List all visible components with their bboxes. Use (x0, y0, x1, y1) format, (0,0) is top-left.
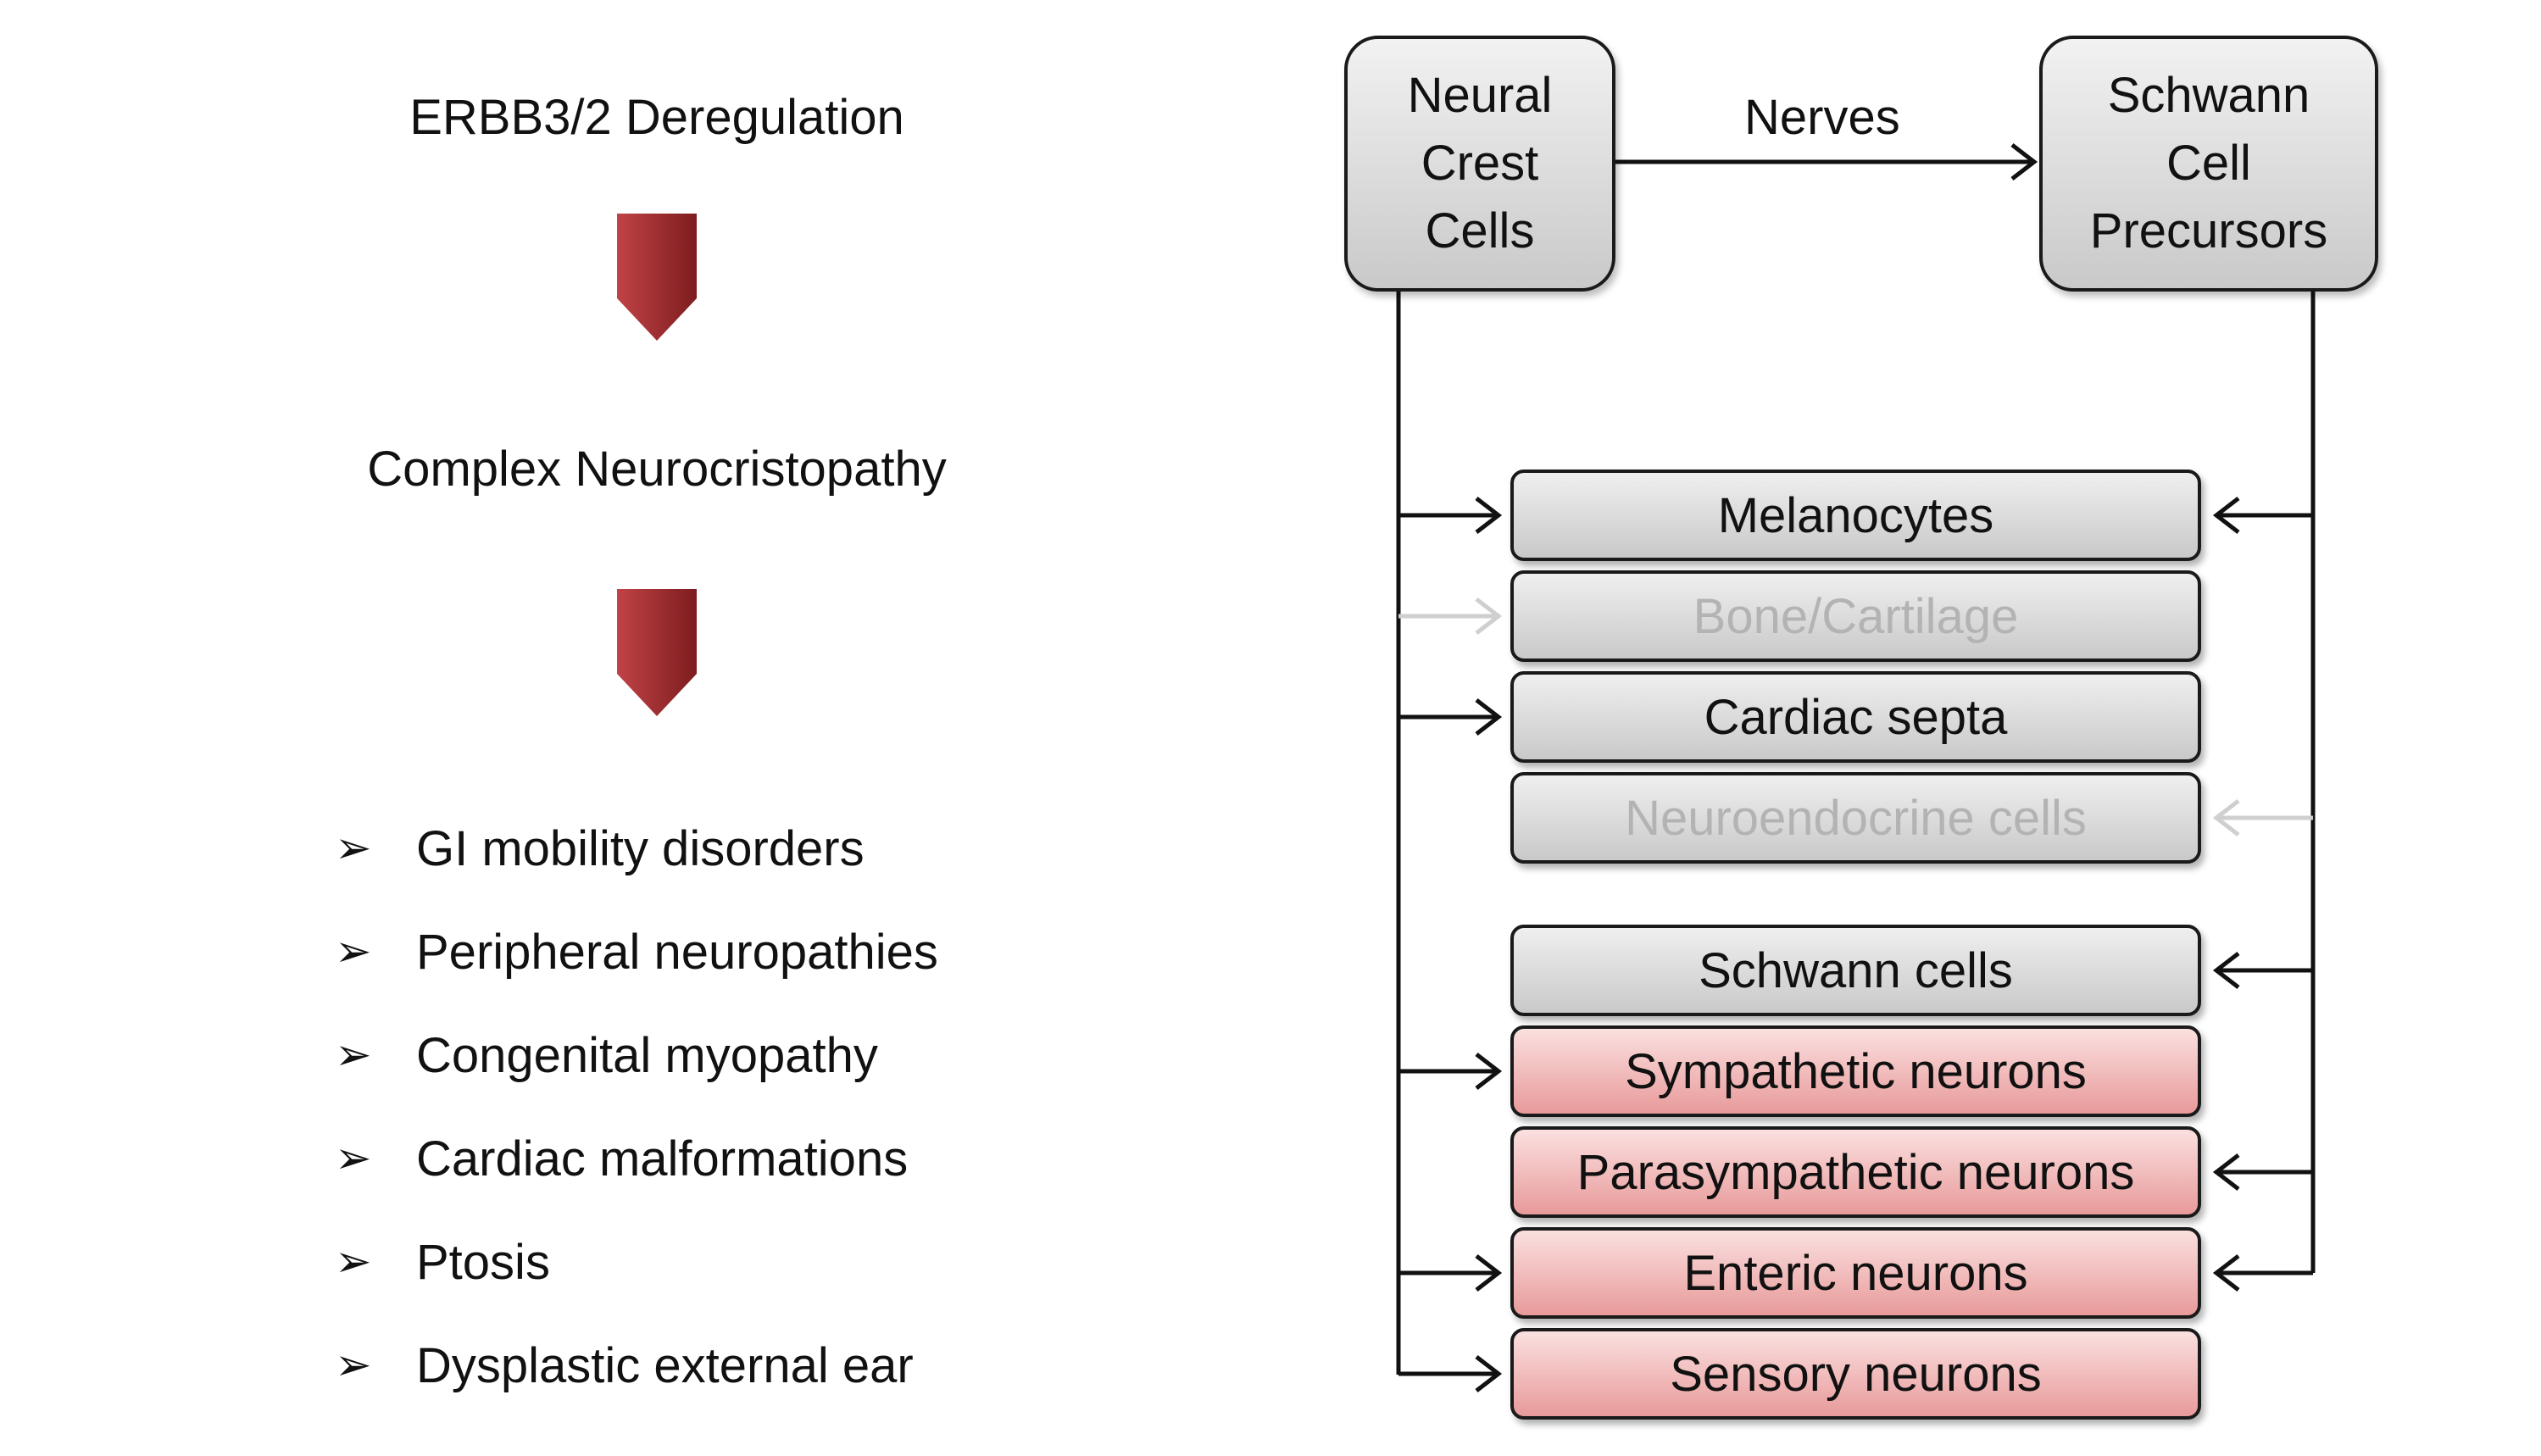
target-box-sympathetic-neurons: Sympathetic neurons (1510, 1025, 2201, 1117)
arrow-bullet-icon: ➢ (335, 1237, 372, 1287)
arrowhead-icon (2010, 143, 2038, 181)
target-label: Melanocytes (1717, 487, 1994, 543)
symptom-list-item: ➢ GI mobility disorders (335, 797, 938, 900)
symptom-list-item: ➢ Dysplastic external ear (335, 1314, 938, 1417)
target-label: Neuroendocrine cells (1625, 790, 2087, 846)
target-box-sensory-neurons: Sensory neurons (1510, 1328, 2201, 1420)
symptom-list-item: ➢ Cardiac malformations (335, 1107, 938, 1210)
target-box-neuroendocrine-cells: Neuroendocrine cells (1510, 772, 2201, 864)
schwann-cell-precursors-node: Schwann Cell Precursors (2039, 36, 2378, 292)
symptom-label: Congenital myopathy (416, 1027, 878, 1083)
arrowhead-icon (2212, 952, 2240, 989)
nerves-edge-label: Nerves (1744, 90, 1900, 145)
target-label: Sympathetic neurons (1625, 1043, 2087, 1099)
arrow-bullet-icon: ➢ (335, 1134, 372, 1183)
target-box-melanocytes: Melanocytes (1510, 470, 2201, 561)
arrowhead-icon (1475, 1254, 1503, 1292)
target-label: Cardiac septa (1704, 689, 2008, 745)
arrowhead-icon (1475, 597, 1503, 635)
arrowhead-icon (2212, 497, 2240, 534)
symptom-label: Dysplastic external ear (416, 1337, 914, 1393)
arrowhead-icon (1475, 698, 1503, 736)
target-box-enteric-neurons: Enteric neurons (1510, 1227, 2201, 1319)
target-label: Enteric neurons (1683, 1245, 2028, 1301)
symptom-list-item: ➢ Ptosis (335, 1210, 938, 1314)
arrowhead-icon (2212, 799, 2240, 836)
arrowhead-icon (1475, 1053, 1503, 1090)
symptom-list-item: ➢ Peripheral neuropathies (335, 900, 938, 1003)
target-label: Schwann cells (1699, 942, 2013, 998)
arrow-bullet-icon: ➢ (335, 1341, 372, 1390)
neurocristopathy-subtitle: Complex Neurocristopathy (367, 442, 947, 497)
arrowhead-icon (2212, 1254, 2240, 1292)
target-label: Bone/Cartilage (1693, 588, 2019, 644)
arrow-bullet-icon: ➢ (335, 824, 372, 873)
target-box-parasympathetic-neurons: Parasympathetic neurons (1510, 1126, 2201, 1218)
arrowhead-icon (1475, 497, 1503, 534)
target-box-schwann-cells: Schwann cells (1510, 925, 2201, 1016)
neural-crest-cells-node: Neural Crest Cells (1344, 36, 1615, 292)
symptom-label: Cardiac malformations (416, 1131, 909, 1186)
down-arrow-icon (617, 589, 697, 716)
target-box-bone-cartilage: Bone/Cartilage (1510, 570, 2201, 662)
symptom-list: ➢ GI mobility disorders ➢ Peripheral neurop… (335, 797, 938, 1417)
arrowhead-icon (1475, 1355, 1503, 1392)
target-label: Parasympathetic neurons (1576, 1144, 2135, 1200)
deregulation-title: ERBB3/2 Deregulation (409, 90, 904, 145)
symptom-label: Peripheral neuropathies (416, 924, 938, 980)
arrowhead-icon (2212, 1153, 2240, 1191)
target-box-cardiac-septa: Cardiac septa (1510, 671, 2201, 763)
target-label: Sensory neurons (1670, 1346, 2042, 1402)
arrow-bullet-icon: ➢ (335, 1031, 372, 1080)
arrow-bullet-icon: ➢ (335, 927, 372, 976)
down-arrow-icon (617, 214, 697, 341)
symptom-label: GI mobility disorders (416, 820, 865, 876)
symptom-label: Ptosis (416, 1234, 550, 1290)
symptom-list-item: ➢ Congenital myopathy (335, 1003, 938, 1107)
